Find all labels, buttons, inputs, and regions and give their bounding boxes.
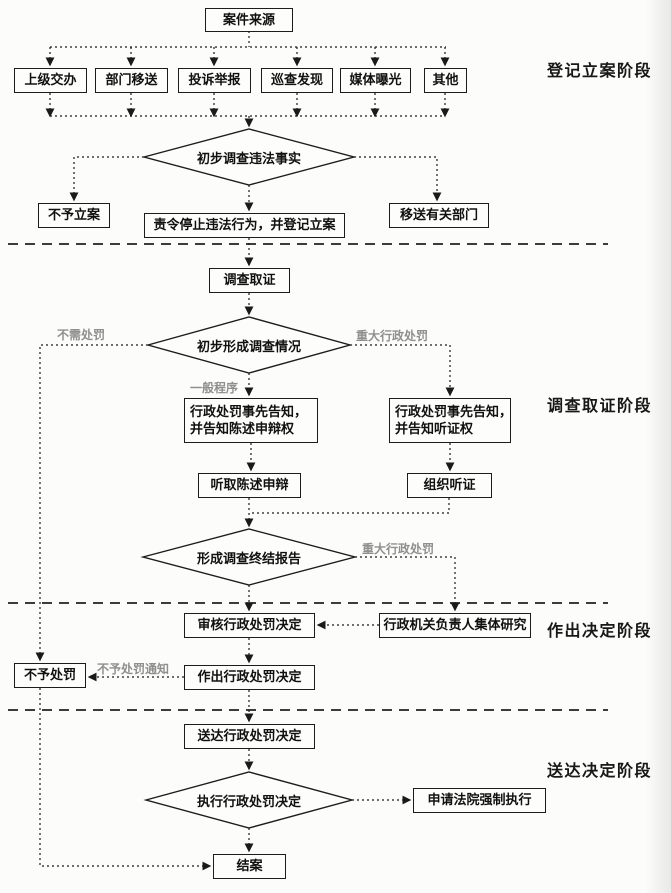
- node-source-patrol: 巡查发现: [261, 68, 333, 93]
- node-label: 送达行政处罚决定: [197, 728, 302, 744]
- node-no-filing: 不予立案: [38, 203, 110, 228]
- edge-no-penalty-to-close: [39, 688, 212, 871]
- stage-title-delivery: 送达决定阶段: [547, 763, 653, 780]
- node-review-decision: 审核行政处罚决定: [184, 613, 315, 638]
- node-label: 组织听证: [423, 477, 476, 493]
- node-label: 听取陈述申辩: [210, 477, 289, 493]
- node-deliver-decision: 送达行政处罚决定: [184, 724, 315, 749]
- node-label-line2: 并告知陈述申辩权: [190, 420, 295, 436]
- edge-d3-to-collective: [355, 556, 460, 612]
- node-label: 结案: [236, 858, 263, 874]
- node-label: 申请法院强制执行: [427, 792, 532, 808]
- node-notice-hearing-right: 行政处罚事先告知， 并告知听证权: [389, 398, 513, 443]
- stage-title-investigation: 调查取证阶段: [547, 398, 653, 415]
- node-label: 媒体曝光: [349, 72, 402, 88]
- node-court-enforcement: 申请法院强制执行: [413, 788, 546, 813]
- node-label-line1: 行政处罚事先告知，: [190, 404, 308, 420]
- node-no-penalty: 不予处罚: [14, 663, 86, 688]
- node-label: 巡查发现: [270, 72, 323, 88]
- node-source-other: 其他: [424, 68, 467, 93]
- stage-title-decision: 作出决定阶段: [547, 623, 653, 640]
- stage-title-registration: 登记立案阶段: [547, 63, 653, 80]
- node-notice-statement-defense: 行政处罚事先告知， 并告知陈述申辩权: [184, 398, 318, 443]
- node-label: 投诉举报: [188, 72, 241, 88]
- node-source-media: 媒体曝光: [340, 68, 411, 93]
- node-investigate-evidence: 调查取证: [209, 268, 290, 293]
- edge-label-major-penalty-1: 重大行政处罚: [356, 329, 429, 343]
- node-collective-research: 行政机关负责人集体研究: [379, 613, 531, 638]
- decision-diamond-preliminary-investigation: [141, 128, 357, 186]
- node-label: 不予处罚: [23, 667, 76, 683]
- decision-diamond-investigation-status: [145, 316, 353, 374]
- edge-d2-to-notice-right: [350, 344, 455, 397]
- node-source-superior: 上级交办: [14, 68, 87, 93]
- edge-d1-to-no-filing: [69, 156, 144, 202]
- node-label: 案件来源: [222, 11, 275, 27]
- node-label: 责令停止违法行为，并登记立案: [153, 217, 336, 233]
- edge-hearing-join: [249, 498, 450, 514]
- node-case-source: 案件来源: [205, 8, 293, 32]
- node-hear-statement: 听取陈述申辩: [198, 473, 301, 498]
- edge-d1-to-transfer: [354, 156, 442, 202]
- node-label-line2: 并告知听证权: [395, 420, 474, 436]
- node-transfer-department: 移送有关部门: [389, 203, 489, 228]
- edge-label-major-penalty-2: 重大行政处罚: [362, 542, 435, 556]
- node-label: 作出行政处罚决定: [197, 669, 302, 685]
- node-label: 调查取证: [223, 272, 276, 288]
- node-make-decision: 作出行政处罚决定: [184, 665, 315, 690]
- edge-label-general-procedure: 一般程序: [190, 381, 239, 395]
- edge-d2-to-no-penalty: [35, 344, 148, 662]
- node-source-complaint: 投诉举报: [178, 68, 251, 93]
- node-close-case: 结案: [213, 854, 286, 879]
- node-label: 不予立案: [47, 207, 100, 223]
- edge-label-no-penalty-needed: 不需处罚: [57, 328, 106, 342]
- node-label: 其他: [432, 72, 459, 88]
- node-label: 行政机关负责人集体研究: [383, 617, 527, 633]
- node-label: 上级交办: [24, 72, 77, 88]
- decision-diamond-final-report: [140, 528, 358, 586]
- decision-diamond-execute-decision: [143, 771, 355, 829]
- node-label: 移送有关部门: [399, 207, 478, 223]
- node-order-stop-register: 责令停止违法行为，并登记立案: [144, 213, 345, 238]
- node-label: 审核行政处罚决定: [197, 617, 302, 633]
- edge-label-no-penalty-notice: 不予处罚通知: [97, 662, 170, 676]
- node-label: 部门移送: [105, 72, 158, 88]
- node-label-line1: 行政处罚事先告知，: [395, 404, 513, 420]
- node-organize-hearing: 组织听证: [407, 473, 492, 498]
- node-source-department-transfer: 部门移送: [95, 68, 168, 93]
